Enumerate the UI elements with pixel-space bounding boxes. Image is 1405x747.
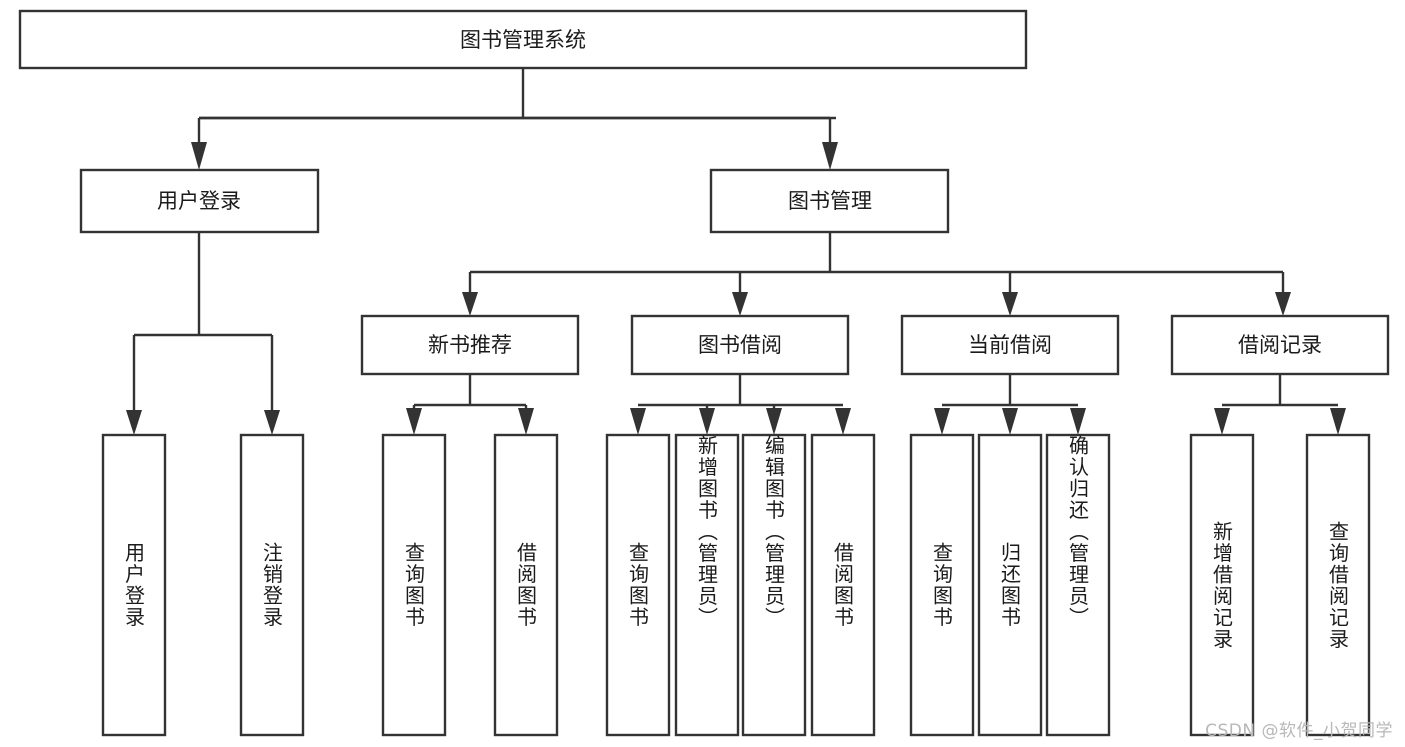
- node-user-login[interactable]: 用户登录: [79, 168, 320, 234]
- arrowhead-book-borrow: [732, 292, 748, 316]
- arrowhead-book-manage: [822, 142, 838, 170]
- leaf-box-borrow-record-2[interactable]: [1305, 433, 1371, 737]
- connector-newbook-to-leaves: [406, 374, 534, 435]
- connector-bookborrow-to-leaves: [630, 374, 851, 435]
- new-book-recommend-label: 新书推荐: [428, 333, 512, 357]
- arrowhead-ul-leaf-1: [126, 410, 142, 435]
- user-login-box[interactable]: [79, 168, 320, 234]
- node-borrow-record[interactable]: 借阅记录: [1170, 314, 1390, 376]
- leaf-box-current-borrow-3[interactable]: [1045, 433, 1111, 737]
- node-book-borrow[interactable]: 图书借阅: [630, 314, 850, 376]
- arrowhead-bb-leaf-2: [699, 408, 715, 435]
- leaf-box-current-borrow-2[interactable]: [977, 433, 1043, 737]
- book-borrow-box[interactable]: [630, 314, 850, 376]
- arrowhead-cb-leaf-2: [1002, 408, 1018, 435]
- node-current-borrow[interactable]: 当前借阅: [900, 314, 1120, 376]
- user-login-label: 用户登录: [157, 189, 241, 213]
- arrowhead-ul-leaf-2: [264, 410, 280, 435]
- book-manage-label: 图书管理: [788, 189, 872, 213]
- leaf-box-user-login-1[interactable]: [101, 433, 167, 737]
- node-root[interactable]: 图书管理系统: [18, 9, 1028, 70]
- current-borrow-label: 当前借阅: [968, 333, 1052, 357]
- new-book-recommend-box[interactable]: [360, 314, 580, 376]
- arrowhead-borrow-record: [1275, 292, 1291, 316]
- arrowhead-cb-leaf-3: [1070, 408, 1086, 435]
- arrowhead-user-login: [191, 142, 207, 170]
- book-borrow-label: 图书借阅: [698, 333, 782, 357]
- leaf-box-user-login-2[interactable]: [239, 433, 305, 737]
- arrowhead-current-borrow: [1002, 292, 1018, 316]
- current-borrow-box[interactable]: [900, 314, 1120, 376]
- connector-currentborrow-to-leaves: [934, 374, 1086, 435]
- root-label: 图书管理系统: [460, 28, 586, 52]
- node-book-manage[interactable]: 图书管理: [709, 168, 950, 234]
- leaf-box-new-book-2[interactable]: [493, 433, 559, 737]
- arrowhead-br-leaf-2: [1330, 408, 1346, 435]
- arrowhead-bb-leaf-3: [766, 408, 782, 435]
- leaf-box-book-borrow-3[interactable]: [741, 433, 807, 737]
- arrowhead-nb-leaf-2: [518, 408, 534, 435]
- leaf-box-book-borrow-4[interactable]: [810, 433, 876, 737]
- root-box[interactable]: [18, 9, 1028, 70]
- leaf-box-current-borrow-1[interactable]: [909, 433, 975, 737]
- connector-userlogin-to-leaves: [126, 232, 280, 435]
- arrowhead-bb-leaf-1: [630, 408, 646, 435]
- leaf-box-new-book-1[interactable]: [381, 433, 447, 737]
- arrowhead-br-leaf-1: [1214, 408, 1230, 435]
- leaf-box-book-borrow-1[interactable]: [605, 433, 671, 737]
- arrowhead-bb-leaf-4: [835, 408, 851, 435]
- arrowhead-new-book: [462, 292, 478, 316]
- arrowhead-nb-leaf-1: [406, 408, 422, 435]
- node-new-book-recommend[interactable]: 新书推荐: [360, 314, 580, 376]
- connector-bookmanage-to-level2: [462, 232, 1291, 316]
- connector-borrowrecord-to-leaves: [1214, 374, 1346, 435]
- bus-mask-2: [836, 110, 1296, 126]
- arrowhead-cb-leaf-1: [934, 408, 950, 435]
- leaf-box-borrow-record-1[interactable]: [1189, 433, 1255, 737]
- borrow-record-label: 借阅记录: [1238, 333, 1322, 357]
- leaf-box-book-borrow-2[interactable]: [674, 433, 740, 737]
- csdn-watermark: CSDN @软件_小贺同学: [1205, 721, 1393, 741]
